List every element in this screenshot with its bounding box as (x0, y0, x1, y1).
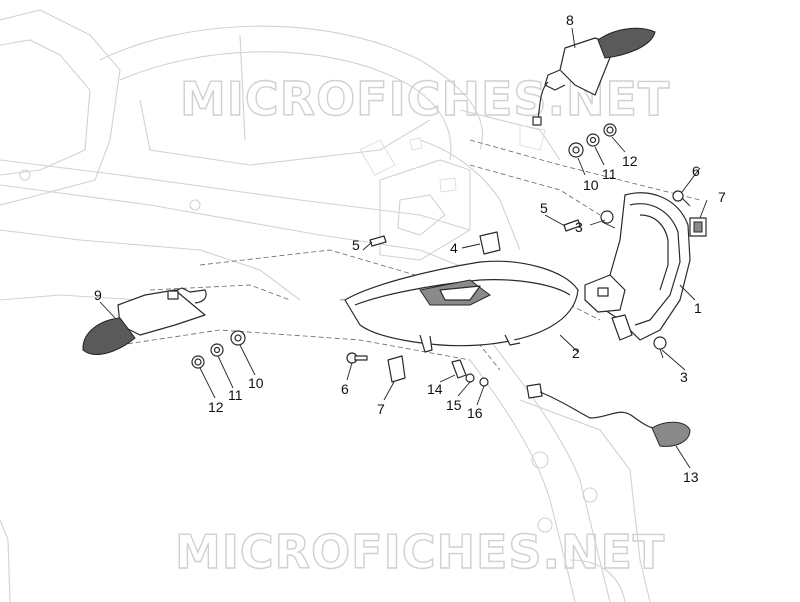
fasteners (191, 123, 707, 387)
license-plate-light (526, 383, 691, 447)
callout-11-lower: 11 (228, 387, 243, 403)
callout-3-lower: 3 (680, 369, 688, 385)
watermark-bottom: MICROFICHES.NET (175, 525, 665, 579)
callout-10-upper: 10 (583, 177, 599, 193)
callout-13: 13 (683, 469, 699, 485)
callout-5-lower: 5 (352, 237, 360, 253)
callout-10-lower: 10 (248, 375, 264, 391)
callout-4: 4 (450, 240, 458, 256)
callout-6-upper: 6 (692, 163, 700, 179)
callout-16: 16 (467, 405, 483, 421)
leader-lines (99, 27, 708, 469)
tail-light-housing (584, 192, 691, 341)
callout-labels: 8 9 1 2 3 3 4 5 5 6 6 7 7 10 10 11 11 12… (94, 12, 726, 485)
callout-11-upper: 11 (602, 166, 617, 182)
callout-2: 2 (572, 345, 580, 361)
callout-12-upper: 12 (622, 153, 638, 169)
callout-1: 1 (694, 300, 702, 316)
callout-7-upper: 7 (718, 189, 726, 205)
scooter-body-outline (0, 9, 651, 602)
callout-15: 15 (446, 397, 462, 413)
callout-8: 8 (566, 12, 574, 28)
indicator-rear-left (82, 287, 207, 355)
callout-14: 14 (427, 381, 443, 397)
callout-6-lower: 6 (341, 381, 349, 397)
callout-9: 9 (94, 287, 102, 303)
callout-3-upper: 3 (575, 219, 583, 235)
callout-12-lower: 12 (208, 399, 224, 415)
indicator-rear-right (532, 27, 656, 126)
callout-7-lower: 7 (377, 401, 385, 417)
tail-light-lens (344, 260, 579, 353)
callout-5-upper: 5 (540, 200, 548, 216)
